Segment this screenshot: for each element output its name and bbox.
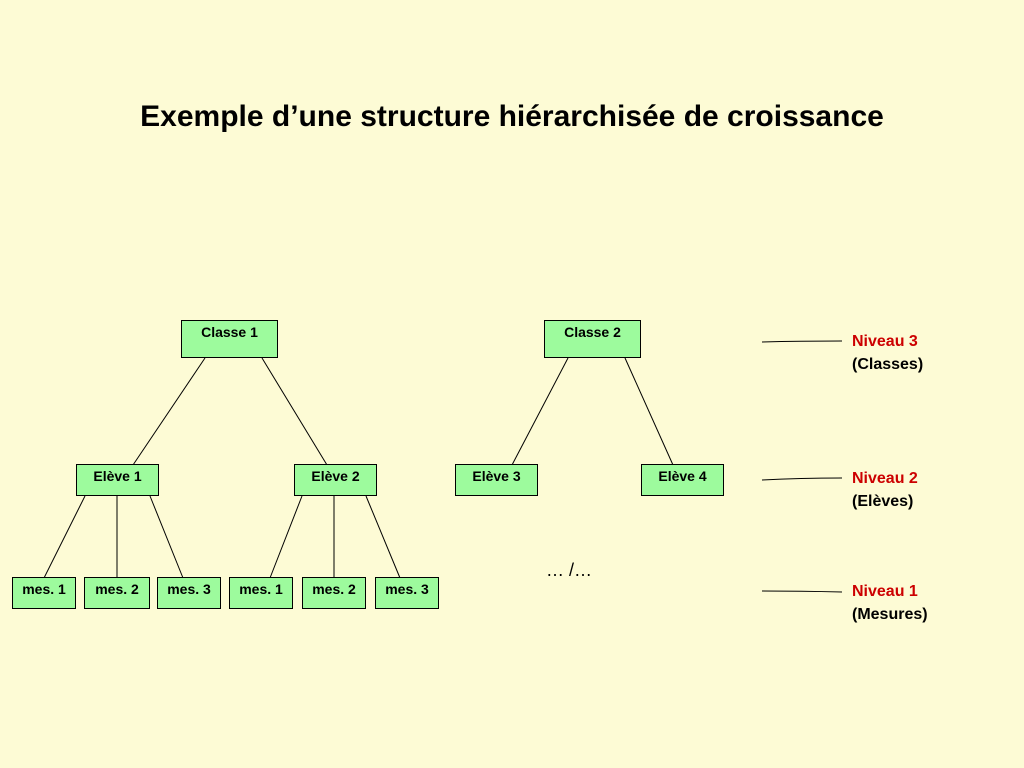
legend-line-niveau3 bbox=[761, 340, 843, 343]
edge-eleve2-mes1 bbox=[269, 495, 303, 579]
legend-level-desc: (Elèves) bbox=[852, 493, 914, 510]
legend-line-niveau1 bbox=[761, 590, 843, 593]
legend-level-label: Niveau 2 bbox=[852, 470, 918, 487]
edge-classe2-eleve3 bbox=[511, 357, 569, 466]
legend-level-desc: (Mesures) bbox=[852, 606, 928, 623]
node-mesure: mes. 1 bbox=[229, 577, 293, 609]
edge-eleve1-mes3 bbox=[149, 495, 184, 579]
node-mesure: mes. 2 bbox=[84, 577, 150, 609]
node-mesure: mes. 1 bbox=[12, 577, 76, 609]
node-classe-1: Classe 1 bbox=[181, 320, 278, 358]
legend-niveau-1: Niveau 1 (Mesures) bbox=[852, 580, 928, 626]
legend-niveau-2: Niveau 2 (Elèves) bbox=[852, 467, 918, 513]
node-eleve-2: Elève 2 bbox=[294, 464, 377, 496]
legend-level-label: Niveau 1 bbox=[852, 583, 918, 600]
node-eleve-3: Elève 3 bbox=[455, 464, 538, 496]
edge-classe1-eleve2 bbox=[261, 357, 328, 466]
node-mesure: mes. 3 bbox=[157, 577, 221, 609]
edge-classe2-eleve4 bbox=[624, 357, 674, 466]
edge-eleve1-mes1 bbox=[43, 495, 86, 579]
node-classe-2: Classe 2 bbox=[544, 320, 641, 358]
node-eleve-4: Elève 4 bbox=[641, 464, 724, 496]
edge-classe1-eleve1 bbox=[132, 357, 206, 466]
slide-title: Exemple d’une structure hiérarchisée de … bbox=[140, 100, 884, 133]
node-mesure: mes. 2 bbox=[302, 577, 366, 609]
legend-niveau-3: Niveau 3 (Classes) bbox=[852, 330, 923, 376]
node-mesure: mes. 3 bbox=[375, 577, 439, 609]
ellipsis-text: … /… bbox=[546, 560, 593, 580]
legend-line-niveau2 bbox=[761, 477, 843, 481]
node-eleve-1: Elève 1 bbox=[76, 464, 159, 496]
edge-eleve2-mes3 bbox=[365, 495, 401, 579]
legend-level-label: Niveau 3 bbox=[852, 333, 918, 350]
legend-level-desc: (Classes) bbox=[852, 356, 924, 373]
